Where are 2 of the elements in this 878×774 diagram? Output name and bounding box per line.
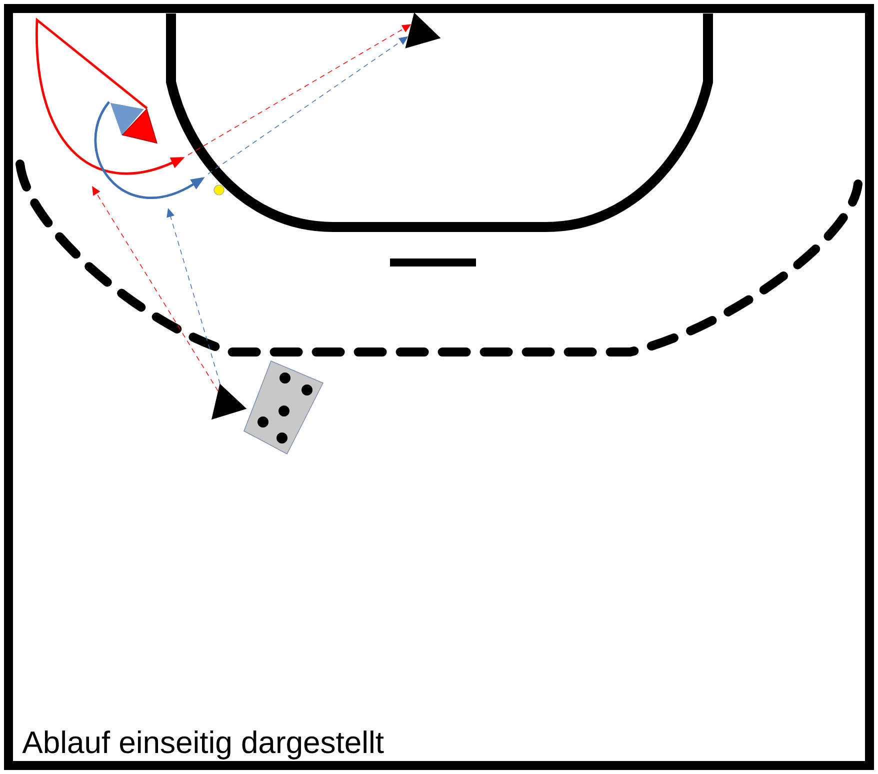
dashed-arrow	[92, 186, 218, 392]
caption: Ablauf einseitig dargestellt	[22, 730, 384, 760]
